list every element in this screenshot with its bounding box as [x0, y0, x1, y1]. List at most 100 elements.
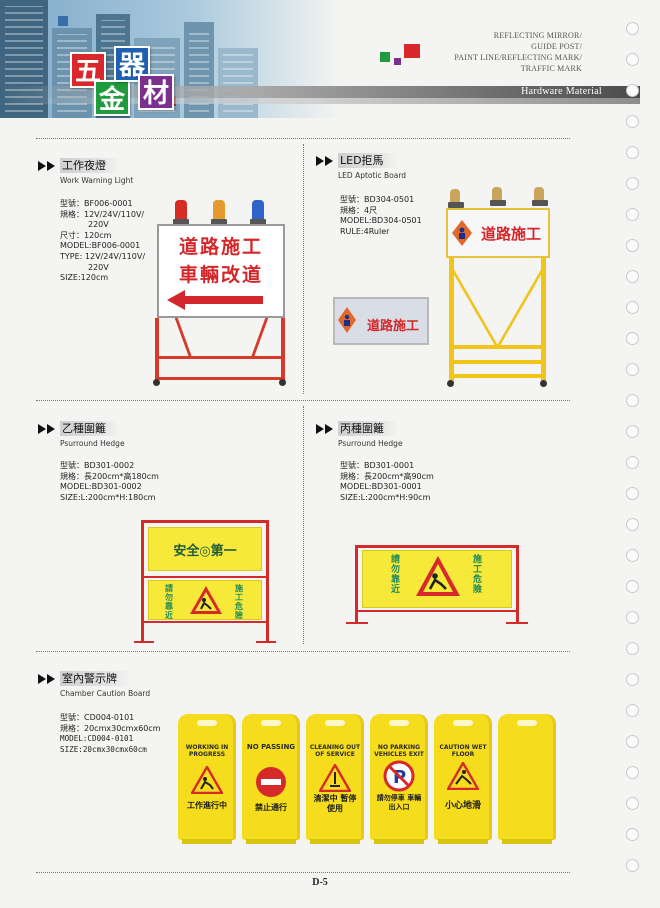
product-led-aptotic-board: LED拒馬 LED Aptotic Board	[316, 153, 406, 180]
banner-text: 安全◎第一	[173, 544, 237, 559]
binder-hole	[626, 766, 639, 779]
binder-hole	[626, 177, 639, 190]
binder-hole	[626, 828, 639, 841]
blue-lamp-icon	[250, 200, 266, 225]
product-title: 室內警示牌	[60, 671, 131, 686]
category-item: REFLECTING MIRROR/	[493, 31, 582, 40]
product-psurround-hedge-b: 乙種圍籬 Psurround Hedge	[38, 421, 125, 448]
spec-line: MODEL:BD301-0001	[340, 482, 422, 492]
product-subtitle: Work Warning Light	[60, 176, 134, 185]
spec-line: RULE:4Ruler	[340, 226, 390, 236]
product-title: LED拒馬	[338, 153, 398, 168]
logo-char: 金	[94, 80, 130, 116]
divider	[36, 400, 570, 401]
decor-square	[394, 58, 401, 65]
product-subtitle: LED Aptotic Board	[338, 171, 407, 180]
warning-triangle-icon	[190, 586, 222, 614]
binder-hole	[626, 425, 639, 438]
board-english-text: NO PASSING	[246, 743, 296, 751]
no-entry-icon	[256, 767, 286, 797]
binder-hole	[626, 611, 639, 624]
logo-char: 材	[138, 74, 174, 110]
caution-board: CLEANING OUT OF SERVICE 清潔中 暫停使用	[306, 714, 364, 844]
product-psurround-hedge-c: 丙種圍籬 Psurround Hedge	[316, 421, 403, 448]
divider	[303, 406, 304, 644]
product-specs: 型號：BF006-0001 規格：12V/24V/110V/ 220V 尺寸：1…	[60, 199, 145, 284]
worker-sign-icon	[191, 766, 223, 794]
product-subtitle: Psurround Hedge	[338, 439, 403, 448]
caution-board: CAUTION WET FLOOR 小心地滑	[434, 714, 492, 844]
warning-triangle-icon	[416, 556, 460, 596]
led-board: 道路施工	[446, 208, 550, 258]
spec-line: 型號：BF006-0001	[60, 199, 133, 208]
banner-text: 請勿靠近	[165, 584, 173, 620]
board-english-text: NO PARKING VEHICLES EXIT	[374, 744, 424, 758]
lamp-icon	[448, 189, 464, 208]
worker-sign-icon	[338, 307, 356, 333]
product-specs: 型號：BD301-0001 規格：長200cm*高90cm MODEL:BD30…	[340, 461, 434, 503]
board-line: 車輛改道	[178, 264, 263, 286]
spec-line: SIZE:L:200cm*H:180cm	[60, 492, 156, 502]
binder-hole	[626, 549, 639, 562]
product-title: 丙種圍籬	[338, 421, 398, 436]
binder-hole	[626, 22, 639, 35]
binder-hole	[626, 332, 639, 345]
binder-hole	[626, 859, 639, 872]
spec-line: MODEL:BF006-0001	[60, 241, 141, 251]
caution-board-blank	[498, 714, 556, 844]
binder-hole	[626, 53, 639, 66]
caution-board: NO PASSING 禁止通行	[242, 714, 300, 844]
page-number: D-5	[312, 877, 328, 888]
category-item: PAINT LINE/REFLECTING MARK/	[454, 53, 582, 62]
lamp-icon	[490, 187, 506, 206]
decor-square	[380, 52, 390, 62]
binder-hole	[626, 580, 639, 593]
binder-hole	[626, 84, 639, 97]
spec-line: 220V	[88, 220, 109, 230]
binder-hole	[626, 735, 639, 748]
binder-holes	[626, 22, 646, 902]
divider	[36, 138, 570, 139]
board-chinese-text: 小心地滑	[444, 801, 481, 811]
led-board-small: 道路施工	[333, 297, 429, 345]
board-chinese-text: 請勿停車 車輛出入口	[376, 794, 422, 811]
no-parking-icon: P	[383, 760, 415, 792]
spec-line: MODEL:BD301-0002	[60, 482, 142, 492]
spec-line: 型號：CD004-0101	[60, 713, 135, 722]
board-english-text: WORKING IN PROGRESS	[185, 744, 229, 758]
binder-hole	[626, 704, 639, 717]
product-title: 乙種圍籬	[60, 421, 120, 436]
spec-line: 尺寸：120cm	[60, 230, 112, 240]
binder-hole	[626, 301, 639, 314]
board-chinese-text: 工作進行中	[187, 801, 227, 810]
board-english-text: CAUTION WET FLOOR	[439, 744, 487, 758]
spec-line: 型號：BD304-0501	[340, 195, 415, 204]
binder-hole	[626, 239, 639, 252]
binder-hole	[626, 363, 639, 376]
wet-floor-icon	[447, 762, 479, 790]
bullet-arrows-icon	[38, 423, 60, 434]
bullet-arrows-icon	[38, 673, 60, 684]
binder-hole	[626, 797, 639, 810]
spec-line: MODEL:CD004-0101	[60, 734, 134, 744]
spec-line: MODEL:BD304-0501	[340, 216, 422, 226]
spec-line: SIZE:20cmx30cmx60cm	[60, 744, 147, 754]
hedge-banner: 請勿靠近 施工危險	[148, 580, 262, 620]
divider	[36, 651, 570, 652]
arrow-left-icon	[167, 290, 263, 310]
product-work-warning-light: 工作夜燈 Work Warning Light	[38, 158, 133, 185]
bullet-arrows-icon	[316, 155, 338, 166]
product-specs: 型號：BD304-0501 規格：4尺 MODEL:BD304-0501 RUL…	[340, 195, 422, 237]
spec-line: 規格：12V/24V/110V/	[60, 209, 145, 219]
banner-text: 施工危險	[473, 555, 483, 595]
divider	[303, 144, 304, 394]
category-item: GUIDE POST/	[531, 42, 582, 51]
product-title: 工作夜燈	[60, 158, 120, 173]
spec-line: 規格：長200cm*高180cm	[60, 471, 159, 481]
hedge-banner: 請勿靠近 施工危險	[362, 550, 512, 608]
banner-text: 請勿靠近	[391, 555, 401, 595]
worker-sign-icon	[452, 220, 472, 246]
amber-lamp-icon	[211, 200, 227, 225]
hedge-banner: 安全◎第一	[148, 527, 262, 571]
binder-hole	[626, 673, 639, 686]
